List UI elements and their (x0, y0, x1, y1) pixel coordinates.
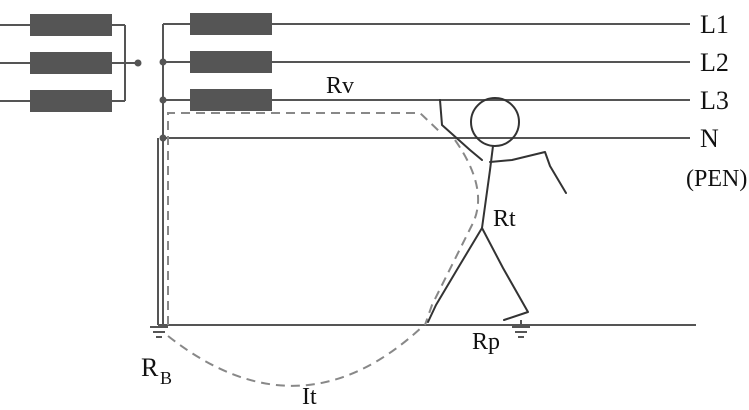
source-resistors (30, 14, 112, 112)
fault-path-upper (167, 112, 441, 325)
label-l1: L1 (700, 10, 729, 39)
line-resistor-l3 (190, 89, 272, 111)
junction-l3 (159, 96, 167, 104)
junction-nodes (159, 58, 167, 142)
junction-n (159, 134, 167, 142)
label-rt: Rt (493, 206, 516, 232)
junction-l2 (159, 58, 167, 66)
label-pen: (PEN) (686, 166, 747, 192)
person-figure (427, 97, 567, 323)
star-point-node (134, 59, 142, 67)
label-rp: Rp (472, 329, 500, 355)
fault-current-path (167, 112, 480, 387)
person-right-arm (489, 151, 567, 194)
label-n: N (700, 124, 719, 153)
person-left-leg (427, 227, 483, 323)
distribution-lines (157, 23, 696, 326)
label-rb-subscript: B (160, 368, 172, 388)
source-resistor-1 (30, 14, 112, 36)
fault-path-through-body (424, 139, 480, 326)
line-resistor-l1 (190, 13, 272, 35)
person-head (470, 97, 520, 147)
fault-path-earth-arc (167, 326, 423, 387)
person-torso (481, 145, 494, 229)
source-resistor-2 (30, 52, 112, 74)
earth-symbol-rb (150, 326, 168, 338)
label-it: It (302, 384, 317, 410)
label-rb: R (141, 353, 159, 382)
label-l2: L2 (700, 48, 729, 77)
label-rv: Rv (326, 73, 354, 99)
source-resistor-3 (30, 90, 112, 112)
person-raised-arm (439, 99, 483, 161)
label-l3: L3 (700, 86, 729, 115)
earth-symbol-rp (512, 320, 530, 338)
line-resistor-l2 (190, 51, 272, 73)
person-right-leg (481, 227, 529, 321)
source-windings (0, 24, 138, 102)
line-resistors (190, 13, 272, 111)
